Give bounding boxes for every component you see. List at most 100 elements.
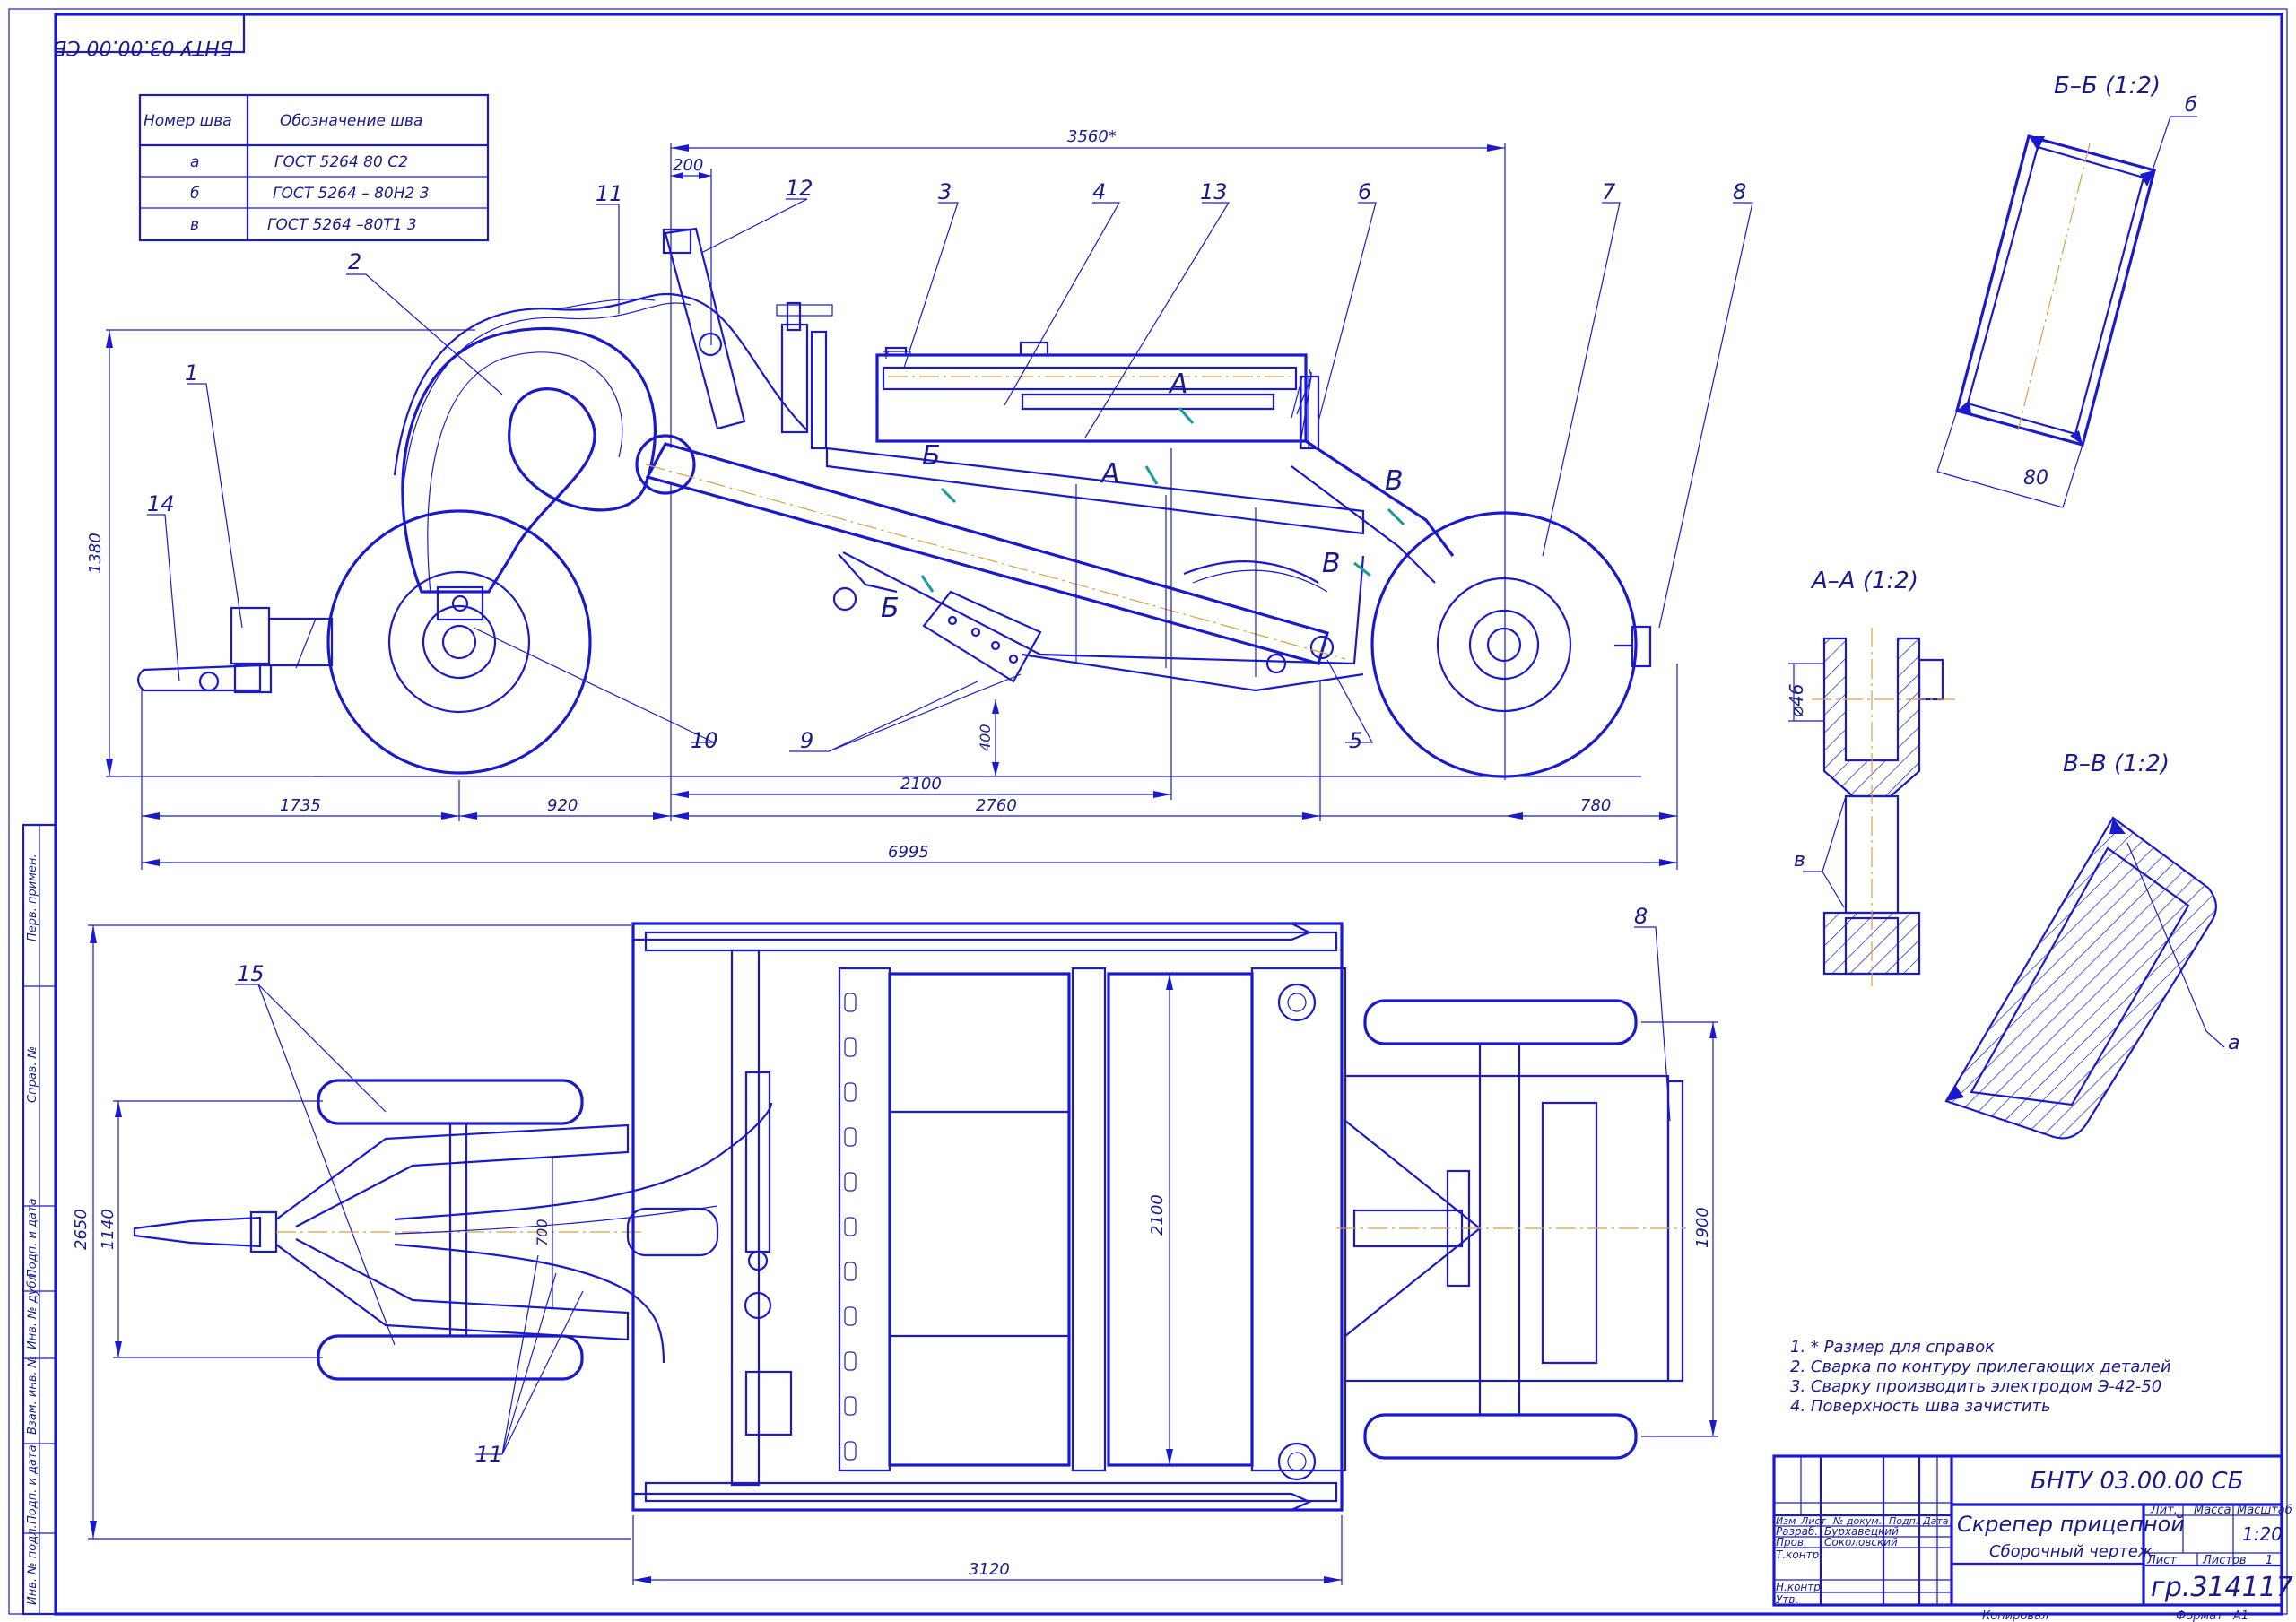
callout-4: 4 — [1092, 179, 1106, 204]
weld-row-2-no: в — [190, 216, 199, 234]
note-1: 1. * Размер для справок — [1790, 1338, 1995, 1357]
dim-2760: 2760 — [976, 796, 1017, 815]
section-vv-title: В–В (1:2) — [2063, 750, 2170, 777]
tb-group: гр.314117 — [2151, 1572, 2293, 1603]
tb-col-list: Лист — [1800, 1515, 1826, 1527]
section-letter-v-top: В — [1385, 465, 1404, 497]
dim-780: 780 — [1580, 796, 1611, 815]
drawbar — [136, 606, 334, 694]
tb-doc-type: Сборочный чертеж — [1989, 1542, 2153, 1561]
callout-10: 10 — [691, 728, 718, 753]
tb-tkontr: Т.контр. — [1776, 1548, 1822, 1561]
weld-row-2-code: ГОСТ 5264 –80Т1 3 — [267, 216, 417, 234]
side-strip-3: Инв. № дубл. — [26, 1270, 39, 1349]
side-strip-5: Подп. и дата — [26, 1444, 39, 1524]
callout-2: 2 — [348, 249, 361, 274]
weld-row-0-code: ГОСТ 5264 80 С2 — [274, 153, 408, 171]
side-strip-0: Перв. примен. — [26, 854, 39, 941]
front-wheel — [326, 509, 592, 775]
dim-1140: 1140 — [99, 1209, 117, 1250]
plan-view: 15 11 8 2650 1140 700 2100 — [72, 904, 1718, 1585]
tb-col-izm: Изм — [1776, 1515, 1796, 1527]
callout-7: 7 — [1602, 179, 1616, 204]
callout-11-plan: 11 — [475, 1442, 503, 1467]
section-bb-weld: б — [2185, 94, 2197, 117]
callout-12: 12 — [786, 176, 813, 201]
section-aa-weld: в — [1794, 849, 1805, 872]
dim-920: 920 — [547, 796, 578, 815]
callout-6: 6 — [1358, 179, 1371, 204]
dim-400: 400 — [977, 724, 994, 751]
tb-col-doc: № докум. — [1832, 1515, 1882, 1527]
weld-row-0-no: а — [190, 153, 199, 171]
callout-8-plan: 8 — [1634, 904, 1648, 929]
callout-11: 11 — [596, 181, 623, 206]
hydraulic-cylinder-front — [776, 301, 833, 450]
side-strip-2: Подп. и дата — [26, 1198, 39, 1278]
note-3: 3. Сварку производить электродом Э-42-50 — [1790, 1377, 2161, 1396]
section-bb-title: Б–Б (1:2) — [2054, 73, 2161, 100]
section-mark-vv-1 — [1387, 507, 1405, 526]
tb-name: Скрепер прицепной — [1957, 1512, 2185, 1537]
section-mark-vv-2 — [1353, 561, 1371, 577]
tb-massa: Масса — [2194, 1504, 2231, 1517]
scraper-bowl — [825, 341, 1652, 692]
note-4: 4. Поверхность шва зачистить — [1790, 1397, 2051, 1416]
callout-13: 13 — [1200, 179, 1228, 204]
tb-listov: Листов — [2202, 1554, 2247, 1567]
weld-row-1-code: ГОСТ 5264 – 80Н2 3 — [273, 185, 430, 203]
tb-col-podp: Подп. — [1889, 1515, 1918, 1527]
tb-col-data: Дата — [1922, 1515, 1949, 1527]
plan-dimensions: 2650 1140 700 2100 1900 3120 — [72, 924, 1718, 1585]
dim-3560: 3560* — [1067, 127, 1117, 146]
side-view: А А Б Б В В 1 2 3 4 5 6 7 8 9 10 — [86, 127, 1753, 870]
section-aa-title: А–А (1:2) — [1810, 568, 1918, 594]
section-bb-dim: 80 — [2023, 467, 2048, 490]
rear-wheel — [1370, 511, 1638, 778]
tb-utv: Утв. — [1776, 1593, 1798, 1606]
title-block: БНТУ 03.00.00 СБ Скрепер прицепной Сборо… — [1772, 1454, 2293, 1622]
section-letter-b-bot: Б — [881, 593, 900, 624]
section-mark-bb-2 — [920, 575, 935, 593]
section-vv: В–В (1:2) а — [1944, 750, 2239, 1140]
tb-razrab: Разраб. — [1776, 1525, 1818, 1538]
section-mark-aa-1 — [1178, 407, 1195, 424]
section-aa-dim: ⌀46 — [1786, 684, 1807, 718]
dim-700: 700 — [534, 1219, 551, 1246]
side-strip-1: Справ. № — [26, 1046, 39, 1103]
side-strip-6: Инв. № подл. — [26, 1524, 39, 1605]
side-strip: Перв. примен. Справ. № Подп. и дата Инв.… — [22, 823, 57, 1616]
tb-kopiroval: Копировал — [1982, 1609, 2048, 1622]
tb-scale: 1:20 — [2242, 1523, 2283, 1545]
section-letter-a-bot: А — [1100, 458, 1120, 490]
section-bb: Б–Б (1:2) 80 б — [1936, 73, 2197, 508]
upper-arm — [662, 227, 746, 430]
dim-3120: 3120 — [969, 1560, 1010, 1579]
gooseneck — [401, 327, 657, 621]
callout-5: 5 — [1349, 728, 1362, 753]
tb-masshtab: Масштаб — [2237, 1504, 2292, 1517]
callout-1: 1 — [185, 360, 198, 386]
tb-nkontr: Н.контр. — [1776, 1581, 1824, 1593]
dim-1380: 1380 — [86, 533, 105, 574]
hydraulic-hoses — [393, 292, 1328, 593]
weld-row-1-no: б — [190, 185, 199, 203]
section-letter-a-top: А — [1168, 369, 1188, 400]
side-dimensions: 3560* 200 1380 400 2100 — [86, 127, 1678, 870]
note-2: 2. Сварка по контуру прилегающих деталей — [1790, 1357, 2171, 1376]
rotated-stamp-text: БНТУ 03.00.00 СБ — [53, 36, 233, 58]
technical-notes: 1. * Размер для справок 2. Сварка по кон… — [1790, 1338, 2171, 1416]
callout-9: 9 — [800, 728, 813, 753]
dim-1735: 1735 — [280, 796, 321, 815]
section-mark-bb-1 — [940, 487, 957, 504]
tb-list: Лист — [2146, 1554, 2177, 1567]
knife-slots — [844, 993, 857, 1461]
tb-razrab-name: Бурхавецкий — [1824, 1525, 1899, 1538]
dim-200: 200 — [673, 156, 703, 175]
tb-format-val: А1 — [2232, 1609, 2248, 1622]
dim-6995: 6995 — [888, 843, 929, 862]
section-aa: А–А (1:2) ⌀46 в — [1786, 568, 1955, 986]
callout-15: 15 — [237, 961, 265, 986]
section-mark-aa-2 — [1144, 465, 1159, 485]
